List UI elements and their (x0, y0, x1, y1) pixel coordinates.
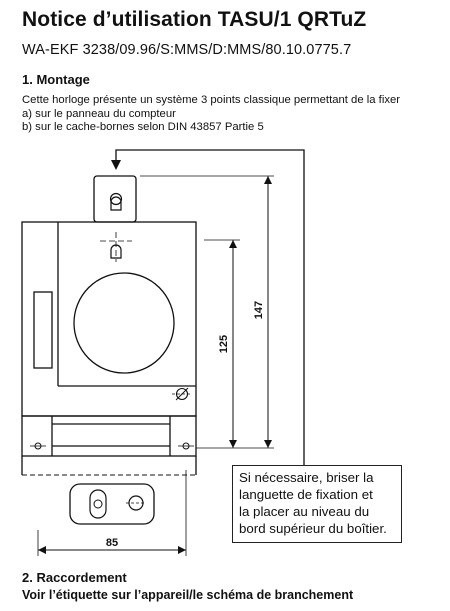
section-heading-montage: 1. Montage (22, 72, 90, 87)
montage-line-2: a) sur le panneau du compteur (22, 107, 176, 120)
top-hanger-tab (93, 175, 137, 223)
callout-line-2: languette de fixation et (239, 487, 373, 502)
terminal-cover-strip (21, 415, 197, 457)
document-reference: WA-EKF 3238/09.96/S:MMS/D:MMS/80.10.0775… (22, 42, 352, 58)
section-heading-raccordement: 2. Raccordement (22, 570, 127, 585)
callout-line-3: la placer au niveau du (239, 504, 370, 519)
tab-keyhole (89, 489, 107, 519)
dial-circle (73, 272, 175, 374)
section-montage-text: Cette horloge présente un système 3 poin… (22, 94, 400, 135)
mounting-diagram: 125 147 85 (21, 149, 305, 556)
pointer-line (115, 149, 305, 465)
meter-housing (21, 221, 197, 417)
callout-box: Si nécessaire, briser la languette de fi… (232, 465, 402, 543)
pointer-arrowhead (111, 160, 121, 170)
dimension-125-label: 125 (218, 335, 230, 353)
montage-line-3: b) sur le cache-bornes selon DIN 43857 P… (22, 121, 264, 133)
dimension-85-label: 85 (106, 537, 118, 549)
dimension-147-label: 147 (253, 301, 265, 319)
montage-line-1: Cette horloge présente un système 3 poin… (22, 94, 401, 106)
display-window (33, 291, 53, 369)
document-title: Notice d’utilisation TASU/1 QRTuZ (22, 8, 367, 31)
housing-keyhole (110, 244, 122, 259)
callout-line-1: Si nécessaire, briser la (239, 470, 374, 485)
section-raccordement-text: Voir l’étiquette sur l’appareil/le schém… (22, 588, 354, 602)
callout-line-4: bord supérieur du boîtier. (239, 521, 387, 536)
fixation-tab (69, 483, 155, 525)
